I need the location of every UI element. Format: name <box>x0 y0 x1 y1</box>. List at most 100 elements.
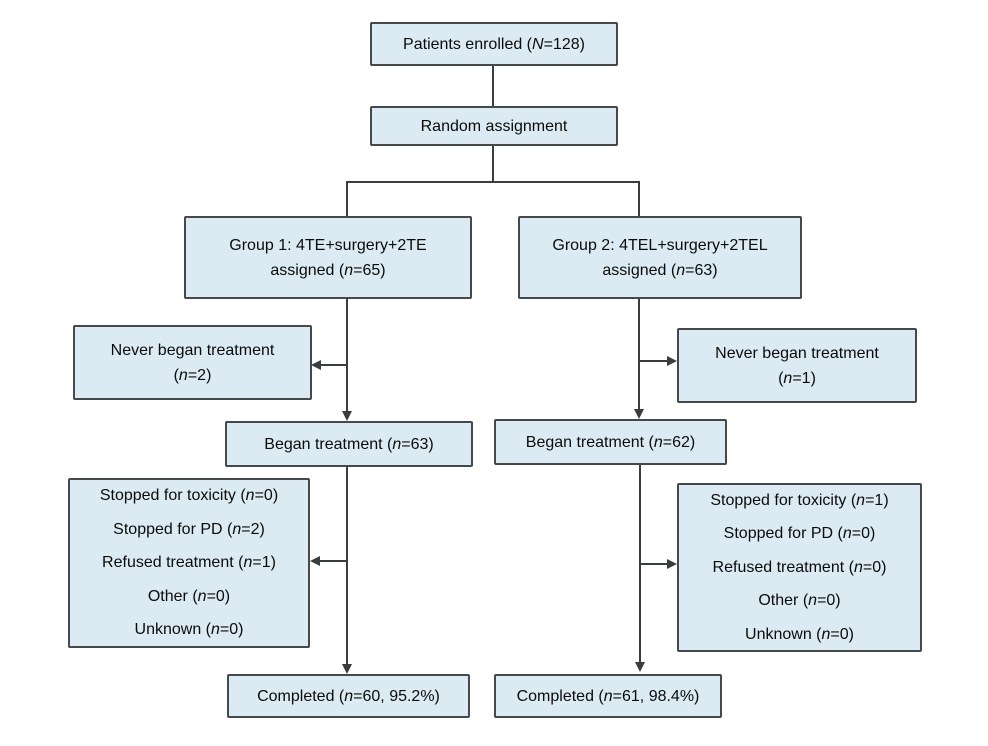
text-pre: Stopped for toxicity ( <box>710 491 857 509</box>
arrowhead-stopped2 <box>667 559 677 569</box>
text-pre: Stopped for PD ( <box>723 525 843 543</box>
text-pre: Began treatment ( <box>264 435 393 453</box>
box-label-line: Never began treatment <box>111 338 275 363</box>
connector-began2-completed2 <box>639 465 641 664</box>
connector-random-stem <box>492 144 494 182</box>
text-var: n <box>856 491 866 509</box>
node-random-assignment: Random assignment <box>370 106 618 146</box>
text-post: =128) <box>543 35 585 53</box>
arrowhead-stopped1 <box>310 556 320 566</box>
text-var: n <box>842 525 852 543</box>
box-label-line: Unknown (n=0) <box>135 613 244 647</box>
connector-enrolled-random <box>492 66 494 106</box>
text-var: n <box>232 520 242 538</box>
box-label-line: (n=1) <box>778 366 816 391</box>
text-pre: Never began treatment <box>715 344 879 362</box>
box-label-line: assigned (n=63) <box>602 258 717 283</box>
node-never-began1: Never began treatment (n=2) <box>73 325 312 400</box>
text-post: =1) <box>792 369 816 387</box>
text-var: n <box>392 435 402 453</box>
connector-branch-horizontal <box>346 181 640 183</box>
connector-group1-never1 <box>320 364 348 366</box>
text-post: =0) <box>219 621 244 639</box>
box-label-line: Stopped for PD (n=2) <box>113 513 265 547</box>
box-label-line: Completed (n=61, 98.4%) <box>517 684 700 709</box>
text-var: n <box>344 261 354 279</box>
box-label-line: Began treatment (n=63) <box>264 432 433 457</box>
box-label-line: Completed (n=60, 95.2%) <box>257 684 440 709</box>
text-post: =63) <box>685 261 718 279</box>
connector-began2-stopped2 <box>641 563 668 565</box>
text-pre: ( <box>778 369 784 387</box>
text-var: N <box>532 35 544 53</box>
box-label-line: Stopped for PD (n=0) <box>724 517 876 551</box>
text-pre: Completed ( <box>257 687 345 705</box>
text-post: =63) <box>401 435 434 453</box>
text-var: n <box>821 625 831 643</box>
box-label-line: Stopped for toxicity (n=0) <box>100 479 278 513</box>
text-pre: Never began treatment <box>110 341 275 359</box>
node-group2: Group 2: 4TEL+surgery+2TEL assigned (n=6… <box>518 216 802 299</box>
text-pre: Refused treatment ( <box>712 558 854 576</box>
box-label-line: assigned (n=65) <box>270 258 385 283</box>
text-post: =61, 98.4%) <box>612 687 700 705</box>
arrowhead-completed1 <box>342 664 352 674</box>
text-var: n <box>211 621 220 639</box>
node-stopped1: Stopped for toxicity (n=0) Stopped for P… <box>68 478 310 648</box>
box-label-line: Stopped for toxicity (n=1) <box>710 484 888 518</box>
node-patients-enrolled: Patients enrolled (N=128) <box>370 22 618 66</box>
text-post: =2) <box>241 520 265 538</box>
connector-branch-right-drop <box>638 181 640 216</box>
arrowhead-began1 <box>342 411 352 421</box>
connector-group1-began1 <box>346 299 348 413</box>
text-var: n <box>808 592 818 610</box>
text-post: =0) <box>862 558 887 576</box>
connector-began1-completed1 <box>346 467 348 666</box>
text-pre: Unknown ( <box>745 625 822 643</box>
text-pre: Refused treatment ( <box>102 554 244 572</box>
connector-branch-left-drop <box>346 181 348 216</box>
text-pre: Group 2: 4TEL+surgery+2TEL <box>552 236 768 254</box>
text-pre: Stopped for toxicity ( <box>99 487 246 505</box>
box-label-line: Other (n=0) <box>148 580 230 614</box>
text-pre: Unknown ( <box>134 621 211 639</box>
text-pre: assigned ( <box>270 261 345 279</box>
text-var: n <box>653 433 663 451</box>
box-label-line: Group 2: 4TEL+surgery+2TEL <box>552 233 767 258</box>
node-never-began2: Never began treatment (n=1) <box>677 328 917 403</box>
box-label-line: (n=2) <box>174 363 212 388</box>
text-post: =65) <box>353 261 386 279</box>
text-var: n <box>853 558 863 576</box>
text-post: =62) <box>662 433 696 451</box>
text-pre: Completed ( <box>516 687 604 705</box>
text-pre: assigned ( <box>602 261 677 279</box>
text-var: n <box>783 369 793 387</box>
text-pre: Group 1: 4TE+surgery+2TE <box>229 236 427 254</box>
box-label-line: Unknown (n=0) <box>745 618 854 652</box>
box-label-line: Never began treatment <box>715 341 879 366</box>
connector-group2-began2 <box>638 299 640 410</box>
text-post: =0) <box>830 625 854 643</box>
arrowhead-never1 <box>311 360 321 370</box>
text-var: n <box>243 554 253 572</box>
text-post: =1) <box>252 554 276 572</box>
node-began-treatment2: Began treatment (n=62) <box>494 419 727 465</box>
text-var: n <box>676 261 686 279</box>
text-post: =0) <box>817 592 841 610</box>
box-label-line: Other (n=0) <box>758 584 840 618</box>
text-var: n <box>178 366 188 384</box>
connector-group2-never2 <box>640 360 668 362</box>
text-pre: Other ( <box>147 587 198 605</box>
box-label-line: Began treatment (n=62) <box>526 430 695 455</box>
arrowhead-never2 <box>667 356 677 366</box>
node-began-treatment1: Began treatment (n=63) <box>225 421 473 467</box>
text-post: =0) <box>206 587 231 605</box>
text-post: =2) <box>187 366 212 384</box>
arrowhead-began2 <box>634 409 644 419</box>
text-post: =60, 95.2%) <box>353 687 440 705</box>
text-post: =1) <box>865 491 889 509</box>
box-label-line: Patients enrolled (N=128) <box>403 32 585 57</box>
box-label-line: Random assignment <box>421 114 568 139</box>
node-completed1: Completed (n=60, 95.2%) <box>227 674 470 718</box>
